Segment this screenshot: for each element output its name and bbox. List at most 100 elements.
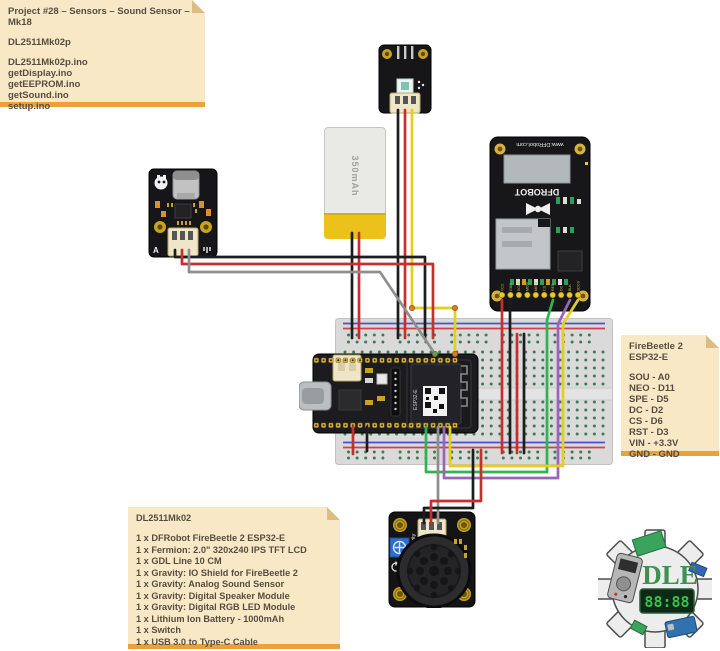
tft-display-module: www.DFRobot.com DFROBOT VCC GND SCLK MOSI MI… [489,136,591,312]
smd-part [377,396,385,401]
green-pcb-graphic [631,530,667,557]
note-line: RST - D3 [629,427,669,438]
display-pin-pad [507,291,514,299]
smd-parts [454,539,467,558]
esp32-module-label: ESP32-E [413,389,419,410]
display-pin-pad [574,291,582,299]
note-line: getDisplay.ino [8,68,73,79]
note-line: DL2511Mk02p.ino [8,57,88,68]
dfrobot-butterfly-logo [526,203,550,215]
mounting-hole [393,518,407,532]
driver-ic [557,250,583,272]
note-line: VIN - +3.3V [629,438,679,449]
smd-parts [155,201,211,217]
display-pin-label: BLK [568,284,572,291]
note-fold-corner [192,0,205,13]
note-line: 1 x Gravity: IO Shield for FireBeetle 2 [136,567,298,578]
dfrobot-logo [154,175,168,190]
note-line: NEO - D11 [629,383,675,394]
display-pin-label: SCLK [517,281,521,291]
seven-segment-display [639,588,695,614]
silkscreen-dots [417,80,425,90]
note-parts-title: DL2511Mk02 [136,513,192,523]
note-line: 1 x GDL Line 10 CM [136,556,222,566]
battery-capacity-label: 350mAh [350,155,360,197]
speaker-cone [396,533,472,608]
sensor-corner-label: A [153,246,159,255]
display-pin-pad [549,291,556,299]
firebeetle-board: ESP32-E [299,353,479,434]
display-pin-label: CS [543,285,547,291]
jst-slot [338,359,345,371]
mounting-hole [418,49,428,59]
display-pin-label: MISO [534,282,538,291]
smd-part [365,378,373,383]
note-line: 1 x Gravity: Digital RGB LED Module [136,602,296,612]
note-line: 1 x USB 3.0 to Type-C Cable [136,636,258,647]
note-parts: DL2511Mk02 1 x DFRobot FireBeetle 2 ESP3… [128,507,340,649]
note-line: GND - GND [629,449,680,460]
note-line: 1 x Fermion: 2.0" 320x240 IPS TFT LCD [136,544,307,555]
rgb-led-die [401,82,409,90]
header-pins [394,371,397,411]
display-pin-label: MOSI [526,282,530,291]
status-led [585,162,588,165]
display-pin-label: GND [509,283,513,291]
microphone [172,170,200,200]
logo-text: DLE [642,560,698,590]
arduino-graphic [664,615,698,639]
display-pin-label: RES [551,283,555,291]
note-pinout-title: FireBeetle 2 ESP32-E [629,341,683,363]
mounting-hole [382,49,392,59]
lcd-ribbon-area [503,154,571,184]
display-url-text: www.DFRobot.com [516,141,564,147]
seven-segment-digits: 88:88 [644,593,689,611]
display-pin-label: VCC [500,283,504,291]
speaker-module: Gravity [388,511,476,608]
mounting-hole [154,221,166,233]
ic-chip [338,389,362,411]
jst-slot [349,359,356,371]
note-line: 1 x Lithium Ion Battery - 1000mAh [136,613,285,624]
battery-tape [324,213,386,239]
note-line: 1 x Switch [136,625,181,635]
display-pin-pad [566,291,573,299]
display-pin-pad [541,291,548,299]
green-chip-graphic [629,619,648,636]
mounting-hole [457,518,471,532]
junction-dot [451,304,458,311]
note-line: DC - D2 [629,405,664,416]
dle-logo: DLE 88:88 [598,529,712,648]
display-brand-text: DFROBOT [514,187,559,197]
display-pin-pad [558,291,565,299]
usb-c-slot [302,388,324,404]
note-line: CS - D6 [629,416,663,427]
rgb-led-module [378,44,432,114]
note-project-title: Project #28 – Sensors – Sound Sensor – M… [8,6,190,28]
mounting-hole [494,143,506,155]
note-fold-corner [327,507,340,520]
solder-row [510,279,568,285]
note-line: SOU - A0 [629,372,670,383]
smd-part [365,368,373,373]
display-pin-pad [515,291,523,299]
junction-dot [408,304,415,311]
note-line: setup.ino [8,101,51,112]
multimeter-graphic [607,552,643,604]
note-project-subtitle: DL2511Mk02p [8,37,71,48]
smd-part [365,400,373,405]
blue-chip-graphic [688,561,708,578]
display-pin-pad [524,291,531,299]
smd-resistors [556,197,581,233]
note-project: Project #28 – Sensors – Sound Sensor – M… [0,0,205,112]
note-line: 1 x DFRobot FireBeetle 2 ESP32-E [136,533,286,543]
display-pin-label: DC [559,285,563,291]
note-line: 1 x Gravity: Digital Speaker Module [136,590,290,601]
note-line: 1 x Gravity: Analog Sound Sensor [136,579,285,589]
display-pin-pad [532,291,539,299]
mounting-hole [574,143,586,155]
note-fold-corner [706,335,719,348]
